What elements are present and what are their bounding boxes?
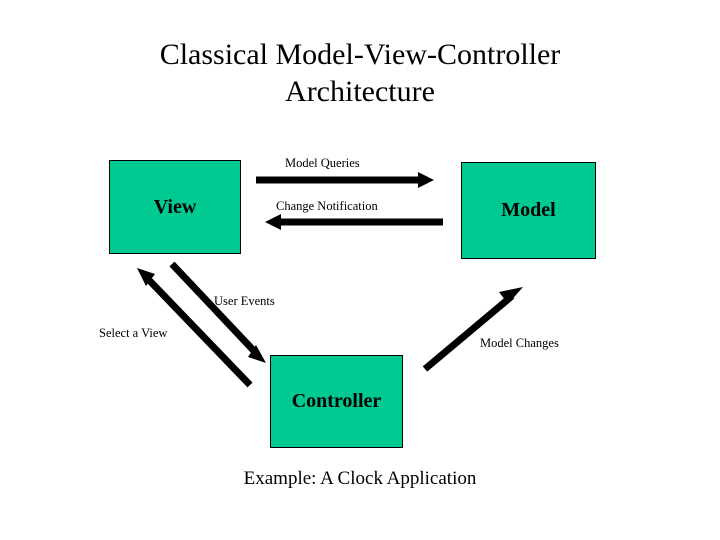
edge-label-model-queries: Model Queries xyxy=(285,156,360,170)
arrow-model-changes xyxy=(422,287,523,372)
node-controller[interactable]: Controller xyxy=(270,355,403,448)
edge-label-change-notification: Change Notification xyxy=(276,199,378,213)
node-model[interactable]: Model xyxy=(461,162,596,259)
edge-label-select-a-view: Select a View xyxy=(99,326,168,340)
edge-label-user-events: User Events xyxy=(214,294,275,308)
node-controller-label: Controller xyxy=(291,390,382,412)
node-model-label: Model xyxy=(501,199,556,221)
node-view-label: View xyxy=(153,195,197,218)
edge-label-model-changes: Model Changes xyxy=(480,336,559,350)
page-title: Classical Model-View-Controller Architec… xyxy=(159,38,561,108)
node-view[interactable]: View xyxy=(109,160,241,254)
arrow-user-events xyxy=(169,261,266,363)
arrow-change-notification xyxy=(265,214,443,230)
slide-caption: Example: A Clock Application xyxy=(243,468,477,489)
arrow-model-queries xyxy=(256,172,434,188)
